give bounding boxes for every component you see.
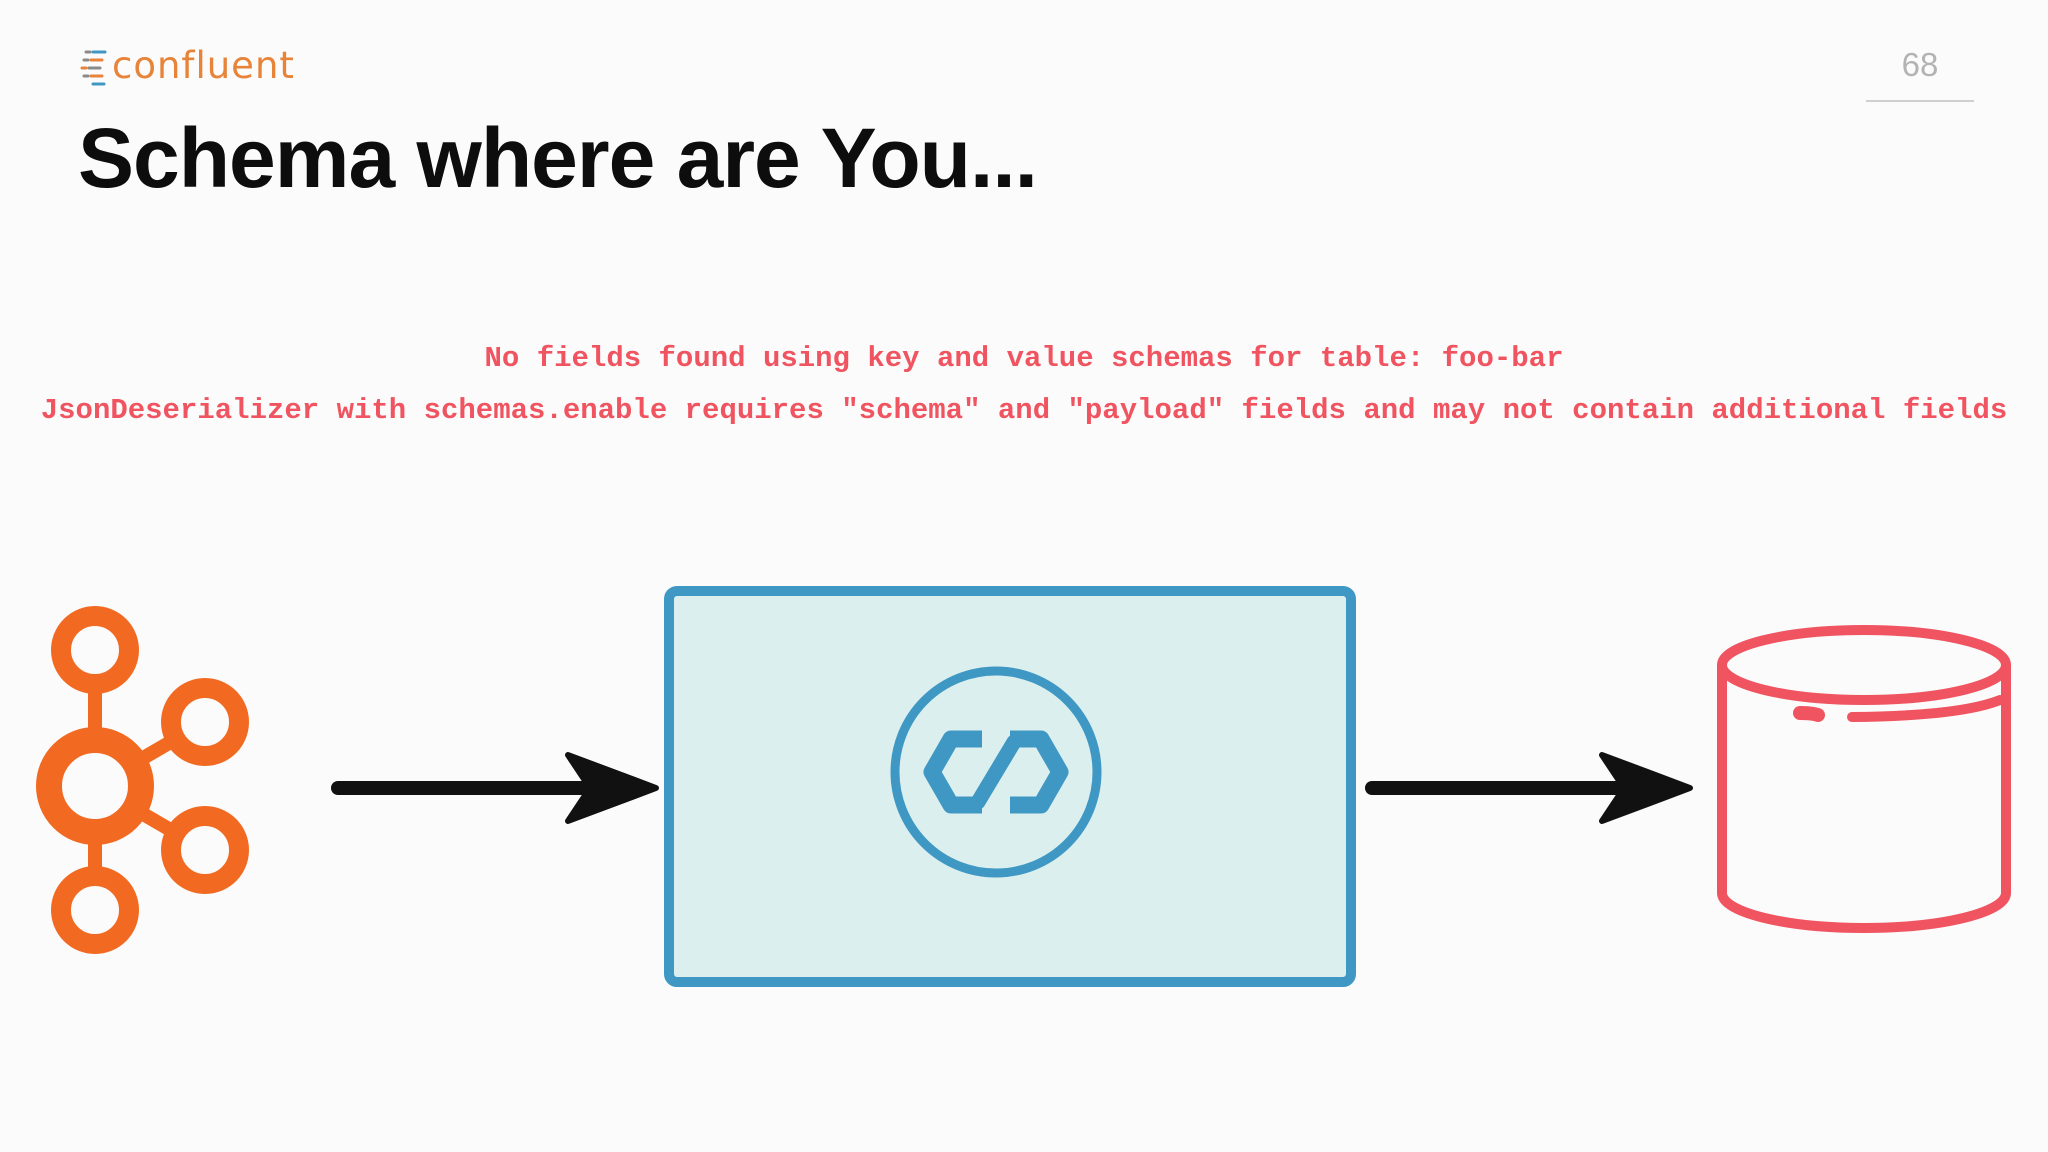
error-message-2: JsonDeserializer with schemas.enable req…: [40, 394, 2008, 427]
error-message-1: No fields found using key and value sche…: [484, 342, 1564, 375]
database-icon: [1717, 625, 2011, 933]
page-number: 68: [1901, 46, 1939, 83]
arrow-connect-to-database: [1365, 752, 1693, 824]
page-number-underline: [1866, 100, 1974, 102]
kafka-icon: [36, 606, 249, 954]
arrow-kafka-to-connect: [331, 752, 659, 824]
slide-title: Schema where are You...: [78, 111, 1038, 205]
connect-node: [664, 586, 1356, 987]
confluent-mark-icon: [80, 50, 107, 86]
logo-text: confluent: [112, 43, 295, 87]
kafka-connect-icon: [890, 666, 1102, 878]
confluent-logo: confluent: [80, 42, 295, 88]
